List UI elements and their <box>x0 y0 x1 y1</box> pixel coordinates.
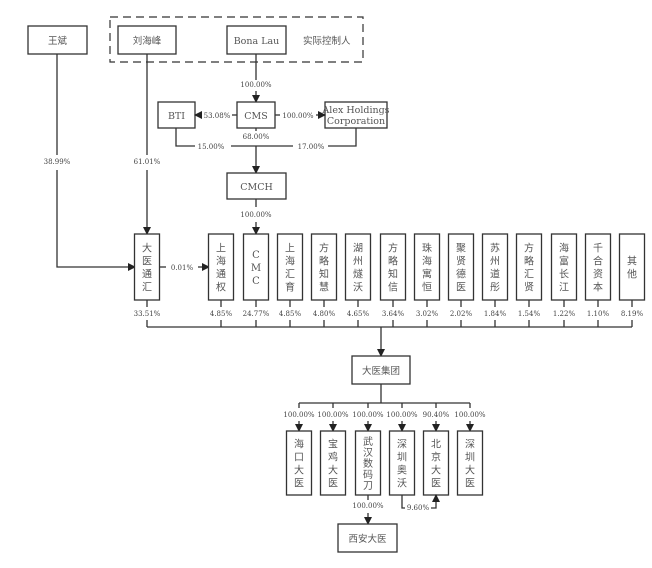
shareholder-node: 千合资本 1.10% <box>584 233 612 327</box>
node-bti: BTI <box>157 101 196 129</box>
edge-label: 0.01% <box>171 264 194 272</box>
actual-controller-group <box>109 16 364 63</box>
edge-label: 15.00% <box>198 143 225 151</box>
shareholding-pct: 4.65% <box>347 310 370 318</box>
shareholder-node: 聚贤德医 2.02% <box>447 233 475 327</box>
node-label: 北京大医 <box>431 439 441 490</box>
node-alex-holdings: Alex Holdings Corporation <box>321 101 390 129</box>
edge-arrow <box>431 494 440 509</box>
shareholder-node: 海富长江 1.22% <box>550 233 578 327</box>
subsidiary-pct: 100.00% <box>386 411 417 419</box>
subsidiary-node: 90.40% 北京大医 <box>423 403 450 496</box>
node-label: 武汉数码刀 <box>363 435 373 492</box>
node-label: 苏州道彤 <box>490 242 500 294</box>
shareholding-pct: 24.77% <box>243 310 270 318</box>
node-label-line1: Alex Holdings <box>321 105 389 116</box>
subsidiary-pct: 90.40% <box>423 411 450 419</box>
actual-controller-label: 实际控制人 <box>303 35 351 47</box>
node-label: Bona Lau <box>234 36 280 47</box>
shareholder-node: 苏州道彤 1.84% <box>481 233 509 327</box>
node-label: 聚贤德医 <box>456 243 466 294</box>
node-cmch: CMCH <box>226 172 287 200</box>
subsidiary-node: 100.00% 武汉数码刀 <box>352 403 384 496</box>
shareholder-node: 湖州燧沃 4.65% <box>344 233 372 327</box>
shareholding-pct: 8.19% <box>621 310 644 318</box>
node-label: 湖州燧沃 <box>353 243 363 294</box>
edge-arrow <box>56 170 136 271</box>
node-label: 深圳奥沃 <box>397 439 407 490</box>
shareholding-pct: 1.84% <box>484 310 507 318</box>
shareholding-pct: 1.10% <box>587 310 610 318</box>
edge-label: 17.00% <box>298 143 325 151</box>
node-label: 宝鸡大医 <box>328 438 338 490</box>
node-xian: 西安大医 <box>337 523 398 553</box>
node-bona-lau: Bona Lau <box>226 25 287 55</box>
shareholding-pct: 3.02% <box>416 310 439 318</box>
subsidiary-pct: 100.00% <box>352 411 383 419</box>
shareholding-pct: 33.51% <box>134 310 161 318</box>
node-label: 方略汇贤 <box>524 242 534 294</box>
node-cms: CMS <box>236 101 276 129</box>
shareholder-node: 上海通权 4.85% <box>207 233 235 327</box>
node-label: 海口大医 <box>294 438 304 490</box>
edge-label: 100.00% <box>240 81 271 89</box>
node-label: 海富长江 <box>559 242 569 294</box>
edge-label: 38.99% <box>44 158 71 166</box>
node-label-line2: Corporation <box>327 116 385 127</box>
node-label: 王斌 <box>48 35 68 47</box>
node-label: BTI <box>168 111 185 122</box>
subsidiary-pct: 100.00% <box>454 411 485 419</box>
shareholder-node: 其他 8.19% <box>618 233 646 327</box>
shareholder-node: 珠海寓恒 3.02% <box>413 233 441 327</box>
shareholder-node: 大医通汇 33.51% <box>134 233 161 327</box>
shareholder-node: 方略汇贤 1.54% <box>515 233 543 327</box>
shareholding-pct: 1.22% <box>553 310 576 318</box>
node-group: 大医集团 <box>351 355 411 385</box>
shareholder-node: 上海汇育 4.85% <box>276 233 304 327</box>
subsidiary-row: 100.00%海口大医100.00%宝鸡大医100.00%武汉数码刀100.00… <box>283 403 486 496</box>
edge-label: 61.01% <box>134 158 161 166</box>
shareholding-pct: 4.85% <box>210 310 233 318</box>
edge-label: 100.00% <box>352 502 383 510</box>
node-label: 珠海寓恒 <box>422 242 432 294</box>
subsidiary-node: 100.00% 深圳奥沃 <box>386 403 418 496</box>
subsidiary-pct: 100.00% <box>317 411 348 419</box>
edge-label: 53.08% <box>204 112 231 120</box>
shareholding-pct: 4.85% <box>279 310 302 318</box>
shareholding-pct: 2.02% <box>450 310 473 318</box>
node-label: CMCH <box>240 182 273 193</box>
node-label: 上海通权 <box>216 243 226 294</box>
node-wang-bin: 王斌 <box>27 25 88 55</box>
shareholding-pct: 3.64% <box>382 310 405 318</box>
shareholder-node: 方略知慧 4.80% <box>310 233 338 327</box>
node-label: 大医集团 <box>362 365 400 377</box>
node-label: 深圳大医 <box>465 439 475 490</box>
subsidiary-node: 100.00% 海口大医 <box>283 403 315 496</box>
node-label: 上海汇育 <box>285 243 295 294</box>
node-liu-haifeng: 刘海峰 <box>117 25 177 55</box>
shareholding-pct: 4.80% <box>313 310 336 318</box>
edge-label: 9.60% <box>407 504 430 512</box>
node-label: 大医通汇 <box>142 242 152 294</box>
subsidiary-pct: 100.00% <box>283 411 314 419</box>
edge-label: 100.00% <box>282 112 313 120</box>
edge-label: 100.00% <box>240 211 271 219</box>
shareholding-pct: 1.54% <box>518 310 541 318</box>
node-label: CMS <box>244 111 268 122</box>
subsidiary-node: 100.00% 深圳大医 <box>454 403 486 496</box>
node-label: 刘海峰 <box>133 35 162 47</box>
node-label: 方略知慧 <box>319 242 329 294</box>
subsidiary-node: 100.00% 宝鸡大医 <box>317 403 349 496</box>
node-label: 方略知信 <box>388 242 398 294</box>
node-label: 西安大医 <box>348 533 387 545</box>
edge-label: 68.00% <box>243 133 270 141</box>
node-label: 其他 <box>627 256 637 281</box>
node-label: 千合资本 <box>593 243 603 294</box>
shareholder-node: 方略知信 3.64% <box>379 233 407 327</box>
